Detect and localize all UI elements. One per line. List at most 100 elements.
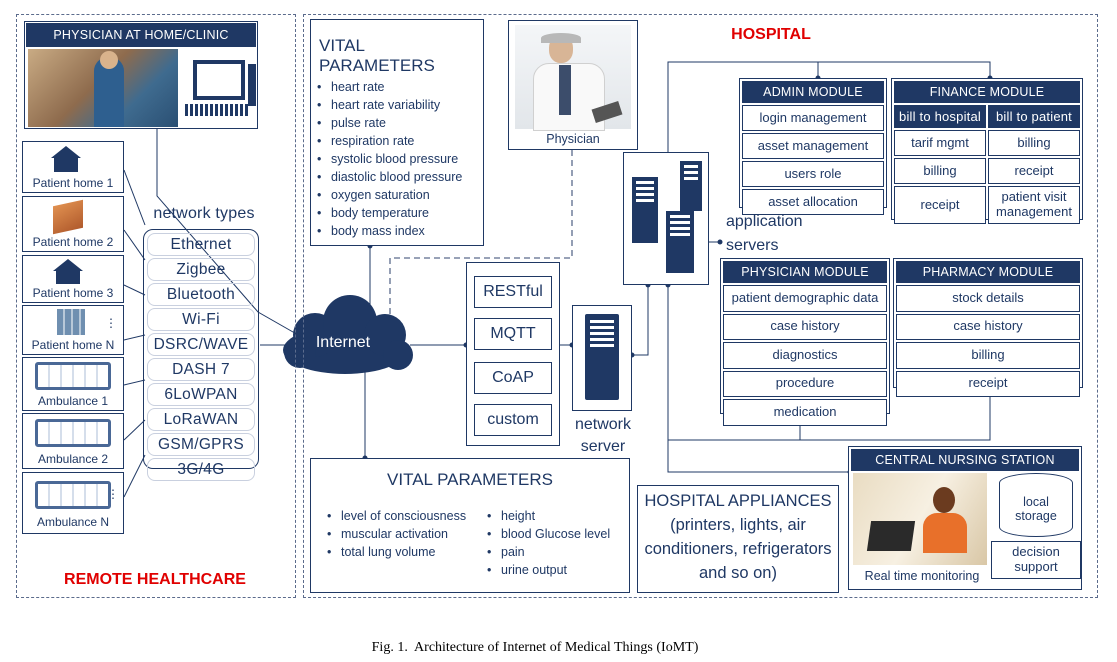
network-type-item: Zigbee bbox=[147, 258, 255, 281]
vital-parameter-item: level of consciousness bbox=[325, 507, 483, 525]
internet-label: Internet bbox=[315, 334, 371, 351]
vital-parameter-item: muscular activation bbox=[325, 525, 483, 543]
patient-home-1: Patient home 1 bbox=[22, 141, 124, 193]
decision-support-box: decision support bbox=[991, 541, 1081, 579]
vital-parameter-item: blood Glucose level bbox=[485, 525, 631, 543]
application-servers-panel bbox=[623, 152, 709, 285]
vital-parameter-item: urine output bbox=[485, 561, 631, 579]
physician-module: PHYSICIAN MODULE patient demographic dat… bbox=[720, 258, 890, 426]
module-item: billing bbox=[894, 158, 986, 184]
laptop-icon bbox=[866, 521, 916, 551]
vital-parameters-bottom-col2: heightblood Glucose levelpainurine outpu… bbox=[485, 507, 631, 579]
nurse-monitoring-photo bbox=[853, 473, 987, 565]
figure-caption: Fig. 1. Architecture of Internet of Medi… bbox=[371, 640, 699, 655]
module-item: case history bbox=[896, 313, 1080, 340]
network-server-label: network server bbox=[574, 416, 632, 455]
vital-parameter-item: systolic blood pressure bbox=[315, 150, 479, 168]
module-item: medication bbox=[723, 399, 887, 426]
vital-parameters-bottom-col1: level of consciousnessmuscular activatio… bbox=[325, 507, 483, 561]
protocol-restful: RESTful bbox=[474, 276, 552, 308]
server-icon bbox=[585, 314, 619, 400]
remote-healthcare-section bbox=[16, 14, 296, 598]
vital-parameters-top: VITAL PARAMETERS heart rateheart rate va… bbox=[310, 19, 484, 246]
local-storage-label: local storage bbox=[1015, 495, 1057, 523]
module-item: diagnostics bbox=[723, 342, 887, 369]
physician-photo bbox=[28, 49, 178, 127]
network-type-item: LoRaWAN bbox=[147, 408, 255, 431]
house-icon bbox=[51, 146, 81, 158]
module-item: asset management bbox=[742, 133, 884, 159]
network-type-item: DSRC/WAVE bbox=[147, 333, 255, 356]
network-type-item: DASH 7 bbox=[147, 358, 255, 381]
protocol-coap: CoAP bbox=[474, 362, 552, 394]
ambulance-2: Ambulance 2 bbox=[22, 413, 124, 469]
pharmacy-module-title: PHARMACY MODULE bbox=[896, 261, 1080, 283]
module-item: procedure bbox=[723, 370, 887, 397]
protocol-mqtt: MQTT bbox=[474, 318, 552, 350]
hospital-label: HOSPITAL bbox=[731, 26, 811, 43]
vital-parameters-top-list: heart rateheart rate variabilitypulse ra… bbox=[315, 78, 479, 240]
local-storage-icon: local storage bbox=[999, 473, 1073, 537]
physician-module-title: PHYSICIAN MODULE bbox=[723, 261, 887, 283]
finance-module: FINANCE MODULE bill to hospital bill to … bbox=[891, 78, 1083, 224]
apartment-icon bbox=[57, 309, 85, 335]
physician-home-panel: PHYSICIAN AT HOME/CLINIC bbox=[24, 21, 258, 129]
network-type-item: 6LoWPAN bbox=[147, 383, 255, 406]
bill-to-hospital-header: bill to hospital bbox=[894, 105, 986, 128]
physician-label: Physician bbox=[546, 132, 600, 146]
house-icon bbox=[53, 259, 83, 271]
physician-photo bbox=[515, 25, 631, 131]
vital-parameter-item: heart rate variability bbox=[315, 96, 479, 114]
module-item: login management bbox=[742, 105, 884, 131]
admin-module-title: ADMIN MODULE bbox=[742, 81, 884, 103]
vital-parameters-top-title: VITAL PARAMETERS bbox=[319, 36, 435, 75]
patient-home-2: Patient home 2 bbox=[22, 196, 124, 252]
vital-parameter-item: total lung volume bbox=[325, 543, 483, 561]
ambulance-1: Ambulance 1 bbox=[22, 357, 124, 411]
module-item: patient demographic data bbox=[723, 285, 887, 312]
internet-cloud-icon bbox=[283, 295, 413, 374]
module-item: patient visit management bbox=[988, 186, 1080, 224]
remote-healthcare-label: REMOTE HEALTHCARE bbox=[64, 571, 246, 588]
network-type-item: Wi-Fi bbox=[147, 308, 255, 331]
ambulance-icon bbox=[35, 362, 111, 390]
module-item: case history bbox=[723, 313, 887, 340]
protocol-custom: custom bbox=[474, 404, 552, 436]
patient-home-n: ⋮ Patient home N bbox=[22, 305, 124, 355]
house-icon bbox=[53, 199, 83, 235]
vital-parameter-item: pain bbox=[485, 543, 631, 561]
vital-parameters-bottom: VITAL PARAMETERS level of consciousnessm… bbox=[310, 458, 630, 593]
module-item: tarif mgmt bbox=[894, 130, 986, 156]
module-item: receipt bbox=[896, 370, 1080, 397]
central-nursing-station: CENTRAL NURSING STATION local storage de… bbox=[848, 446, 1082, 590]
desktop-computer-icon bbox=[193, 60, 245, 100]
ambulance-icon bbox=[35, 419, 111, 447]
physician-home-header: PHYSICIAN AT HOME/CLINIC bbox=[26, 23, 256, 47]
vital-parameter-item: heart rate bbox=[315, 78, 479, 96]
vital-parameter-item: body temperature bbox=[315, 204, 479, 222]
patient-home-3: Patient home 3 bbox=[22, 255, 124, 303]
hospital-section bbox=[303, 14, 1098, 598]
module-item: receipt bbox=[894, 186, 986, 224]
hospital-appliances: HOSPITAL APPLIANCES (printers, lights, a… bbox=[637, 485, 839, 593]
network-type-item: Ethernet bbox=[147, 233, 255, 256]
central-nursing-title: CENTRAL NURSING STATION bbox=[851, 449, 1079, 471]
ambulance-n: ⋮ Ambulance N bbox=[22, 472, 124, 534]
ambulance-icon bbox=[35, 481, 111, 509]
network-type-item: 3G/4G bbox=[147, 458, 255, 481]
physician-photo-panel: Physician bbox=[508, 20, 638, 150]
vital-parameter-item: diastolic blood pressure bbox=[315, 168, 479, 186]
real-time-monitoring-label: Real time monitoring bbox=[864, 569, 980, 583]
protocols-panel bbox=[466, 262, 560, 446]
network-type-item: Bluetooth bbox=[147, 283, 255, 306]
module-item: users role bbox=[742, 161, 884, 187]
